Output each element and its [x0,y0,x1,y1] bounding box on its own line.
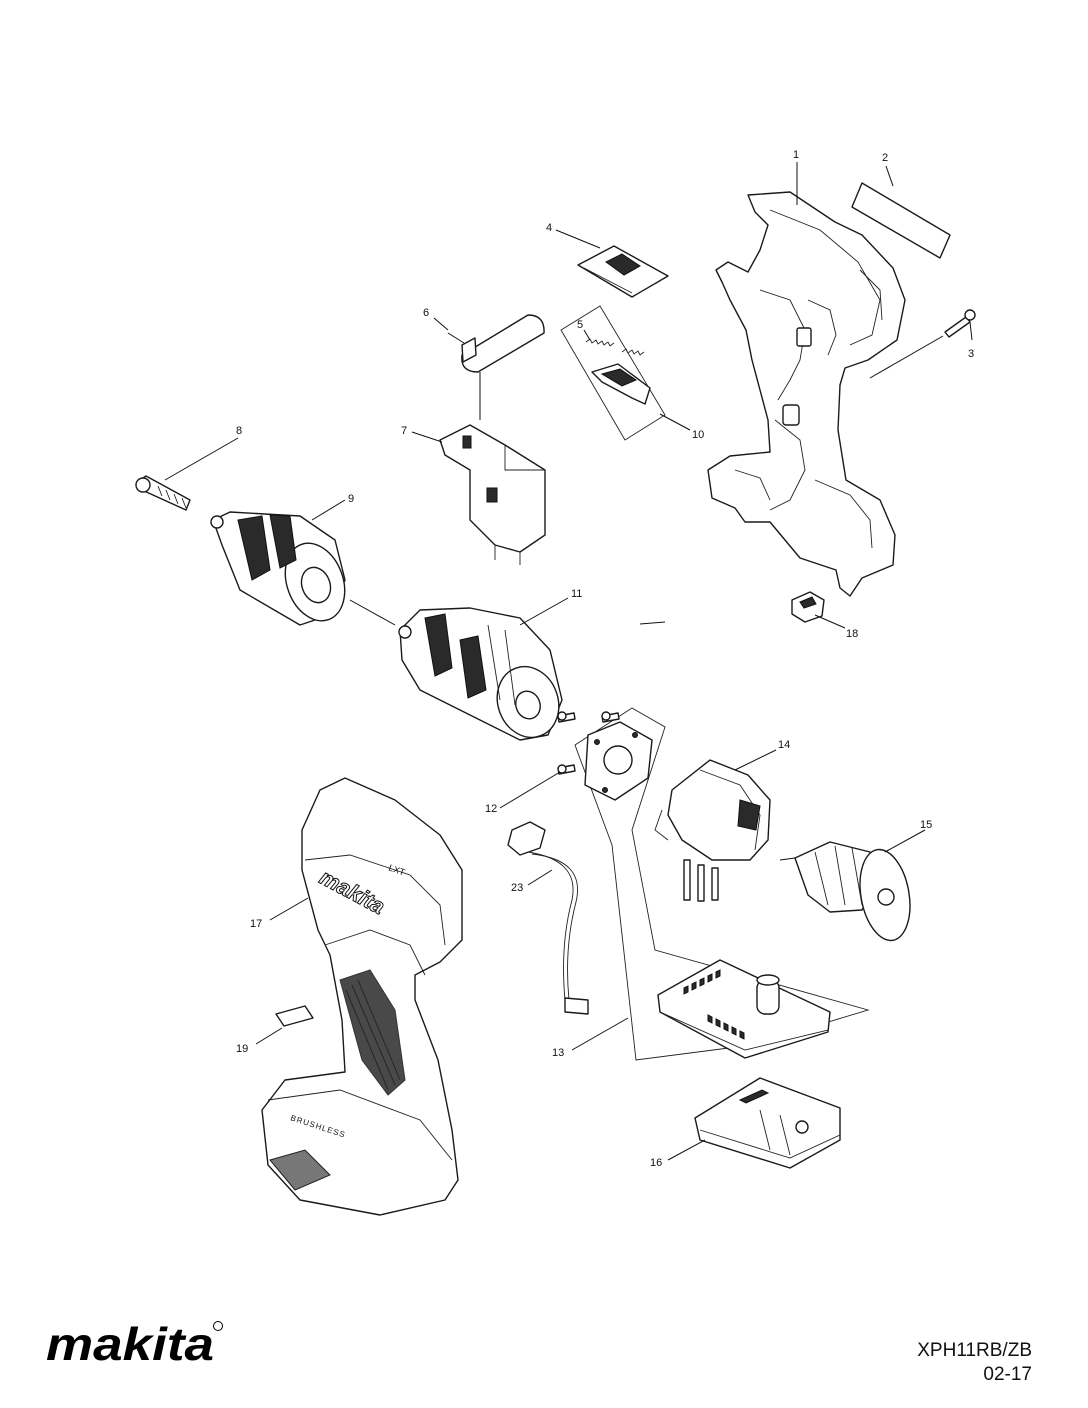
callout-23: 23 [511,882,523,894]
callout-15: 15 [920,819,932,831]
part-17-housing [261,777,463,1216]
callout-5: 5 [577,319,583,331]
callout-2: 2 [882,152,888,164]
part-11-gear-assembly [398,607,563,741]
revision-date: 02-17 [983,1364,1032,1385]
model-number: XPH11RB/ZB [917,1340,1032,1361]
part-15-rotor [779,841,911,942]
sensor-plate [584,721,653,801]
part-12-screws [557,711,620,775]
makita-logo: makita [46,1318,223,1370]
part-23-cable [507,821,589,1015]
makita-logo-text: makita [46,1318,214,1370]
callout-12: 12 [485,803,497,815]
callout-16: 16 [650,1157,662,1169]
callout-1: 1 [793,149,799,161]
part-7-switch [439,424,546,565]
callout-7: 7 [401,425,407,437]
part-13-controller-board [657,959,831,1059]
callout-10: 10 [692,429,704,441]
model-info: XPH11RB/ZB 02-17 [917,1339,1032,1387]
part-8-chuck-screw [135,475,191,511]
part-6-trigger [447,314,545,373]
callout-11: 11 [571,588,582,600]
callout-6: 6 [423,307,429,319]
callout-3: 3 [968,348,974,360]
callout-13: 13 [552,1047,564,1059]
callout-9: 9 [348,493,354,505]
callout-18: 18 [846,628,858,640]
callout-8: 8 [236,425,242,437]
part-10-switch-lever [591,363,651,405]
part-10-group-box [560,305,666,441]
callout-14: 14 [778,739,790,751]
part-9-drill-chuck [210,511,346,626]
part-14-stator [654,759,771,902]
part-5-springs [585,338,645,356]
part-1-housing-half [707,191,906,597]
part-19-label [275,1005,314,1027]
part-18-clip [791,591,825,623]
callout-19: 19 [236,1043,248,1055]
callout-4: 4 [546,222,552,234]
part-4-switch-plate [577,245,669,298]
part-16-terminal [694,1077,841,1169]
callout-17: 17 [250,918,262,930]
part-2-label [851,182,951,259]
